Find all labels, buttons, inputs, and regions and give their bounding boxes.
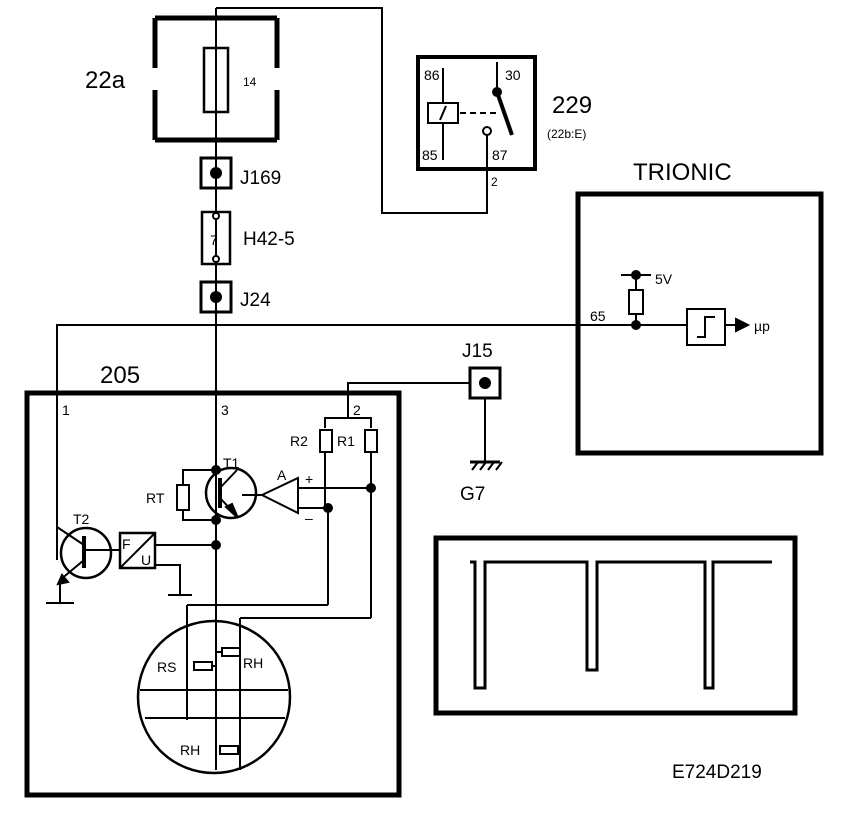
amp-label: A [277,467,287,483]
r1-resistor [364,429,378,453]
relay-pin-86: 86 [424,67,440,83]
amplifier-a-symbol [259,476,299,515]
r1-label: R1 [337,433,355,449]
t2-label: T2 [73,511,90,527]
sensor-label: 205 [100,362,140,389]
signal-waveform [470,560,772,690]
r2-label: R2 [290,433,308,449]
j24-label: J24 [240,290,271,311]
ground-label: G7 [460,484,485,505]
rs-resistor [193,661,213,671]
t1-label: T1 [223,455,240,471]
relay-feed-wire [216,7,488,214]
f-label: F [122,536,131,552]
mu-p-label: µp [754,318,770,334]
output-arrow-icon [735,317,751,333]
signal-wire-65 [56,324,687,560]
trionic-label: TRIONIC [633,159,732,186]
pullup-resistor [628,289,644,315]
relay-pin-87: 87 [492,147,508,163]
rh-top-label: RH [243,655,263,671]
rs-label: RS [157,659,176,675]
relay-out-pin: 2 [491,175,498,189]
u-label: U [141,552,151,568]
pin-3-label: 3 [221,402,229,418]
connector-pin-label: 7 [210,232,218,248]
connector-label: H42-5 [243,229,295,250]
rh-top-resistor [221,647,241,657]
relay-pin-85: 85 [422,147,438,163]
relay-label: 229 [552,92,592,119]
j169-terminal [199,156,233,190]
pin-65-label: 65 [590,308,606,324]
t2-transistor [59,526,113,580]
waveform-panel [433,535,798,716]
sensor-205-box [24,390,402,798]
figure-code: E724D219 [672,762,762,783]
relay-229-box [416,55,537,171]
j169-label: J169 [240,168,281,189]
trionic-box [575,191,824,456]
rh-bottom-resistor [219,745,239,755]
relay-contact-switch [495,91,514,136]
r2-resistor [319,429,333,453]
pin-1-label: 1 [62,402,70,418]
relay-pin-30: 30 [505,67,521,83]
schmitt-trigger-symbol [686,308,726,346]
supply-5v-label: 5V [655,271,673,287]
t1-transistor [204,466,258,520]
amp-minus-label: – [305,510,313,526]
rt-label: RT [146,490,165,506]
pin-2-label: 2 [353,402,361,418]
rh-bottom-label: RH [180,742,200,758]
j15-label: J15 [462,341,493,362]
rt-resistor [176,484,190,511]
fuse-pin-label: 14 [243,75,257,89]
relay-ref-label: (22b:E) [547,127,586,141]
hot-film-element [136,619,292,775]
amp-plus-label: + [305,471,313,487]
fuse-box-label: 22a [85,67,126,94]
j24-terminal [199,280,233,314]
